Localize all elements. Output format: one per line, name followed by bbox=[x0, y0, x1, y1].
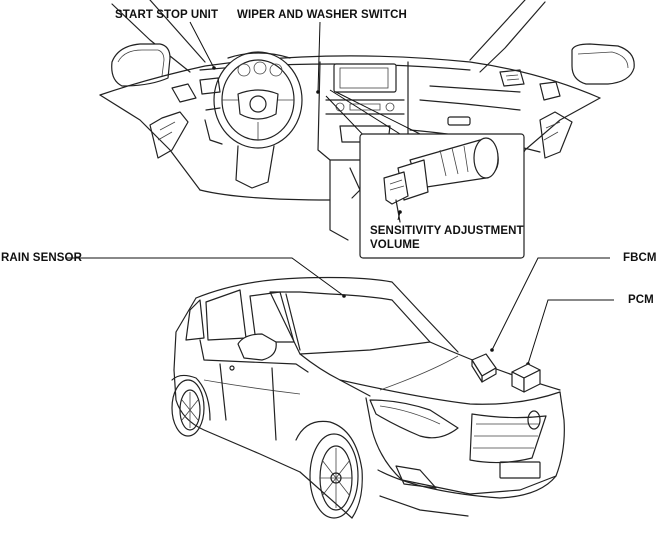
leader-lines bbox=[66, 21, 614, 366]
dashboard-interior-drawing bbox=[99, 0, 635, 241]
label-start-stop-unit: START STOP UNIT bbox=[115, 9, 219, 21]
fbcm-module bbox=[471, 353, 497, 383]
label-wiper-washer-switch: WIPER AND WASHER SWITCH bbox=[237, 9, 407, 21]
label-sensitivity-adjustment: SENSITIVITY ADJUSTMENT bbox=[370, 225, 524, 237]
label-rain-sensor: RAIN SENSOR bbox=[1, 252, 82, 264]
car-exterior-drawing bbox=[171, 276, 565, 519]
wiper-switch-callout bbox=[325, 89, 525, 259]
wiper-lever-drawing bbox=[383, 137, 499, 223]
pcm-module bbox=[511, 363, 541, 393]
label-pcm: PCM bbox=[628, 294, 654, 306]
label-sensitivity-volume: VOLUME bbox=[370, 239, 420, 251]
label-fbcm: FBCM bbox=[623, 252, 657, 264]
